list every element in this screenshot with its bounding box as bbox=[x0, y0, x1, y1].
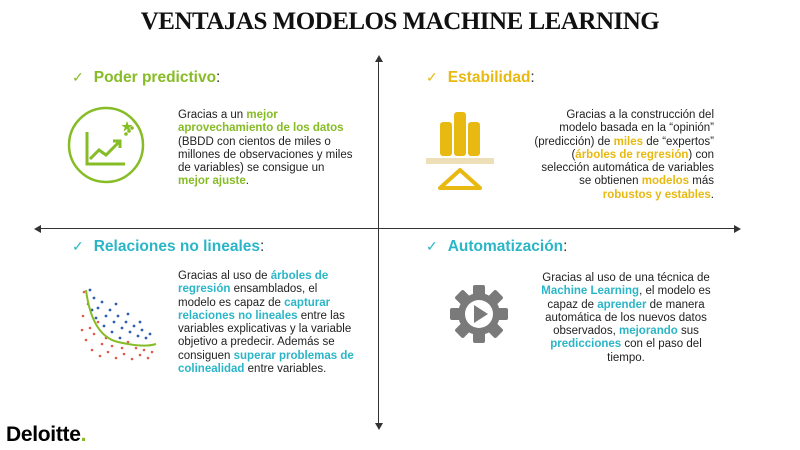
arrow-right-icon bbox=[734, 225, 741, 233]
growth-chart-icon bbox=[65, 104, 147, 191]
balance-bars-icon bbox=[424, 110, 496, 197]
heading-stability: ✓Estabilidad: bbox=[426, 69, 535, 86]
text-predictive: Gracias a un mejor aprovechamiento de lo… bbox=[178, 109, 353, 188]
arrow-up-icon bbox=[375, 55, 383, 62]
check-icon: ✓ bbox=[72, 238, 84, 254]
gear-play-icon bbox=[448, 283, 510, 350]
arrow-down-icon bbox=[375, 423, 383, 430]
heading-automation: ✓Automatización: bbox=[426, 238, 568, 255]
check-icon: ✓ bbox=[72, 69, 84, 85]
heading-nonlinear: ✓Relaciones no lineales: bbox=[72, 238, 265, 255]
check-icon: ✓ bbox=[426, 238, 438, 254]
vertical-axis bbox=[378, 58, 379, 426]
check-icon: ✓ bbox=[426, 69, 438, 85]
text-automation: Gracias al uso de una técnica de Machine… bbox=[541, 272, 711, 364]
text-stability: Gracias a la construcción del modelo bas… bbox=[534, 109, 714, 201]
heading-predictive: ✓Poder predictivo: bbox=[72, 69, 221, 86]
horizontal-axis bbox=[38, 228, 734, 229]
page-title: VENTAJAS MODELOS MACHINE LEARNING bbox=[140, 8, 660, 35]
arrow-left-icon bbox=[34, 225, 41, 233]
deloitte-logo: Deloitte. bbox=[6, 423, 87, 446]
text-nonlinear: Gracias al uso de árboles de regresión e… bbox=[178, 270, 354, 376]
scatter-plot-icon bbox=[78, 282, 160, 369]
